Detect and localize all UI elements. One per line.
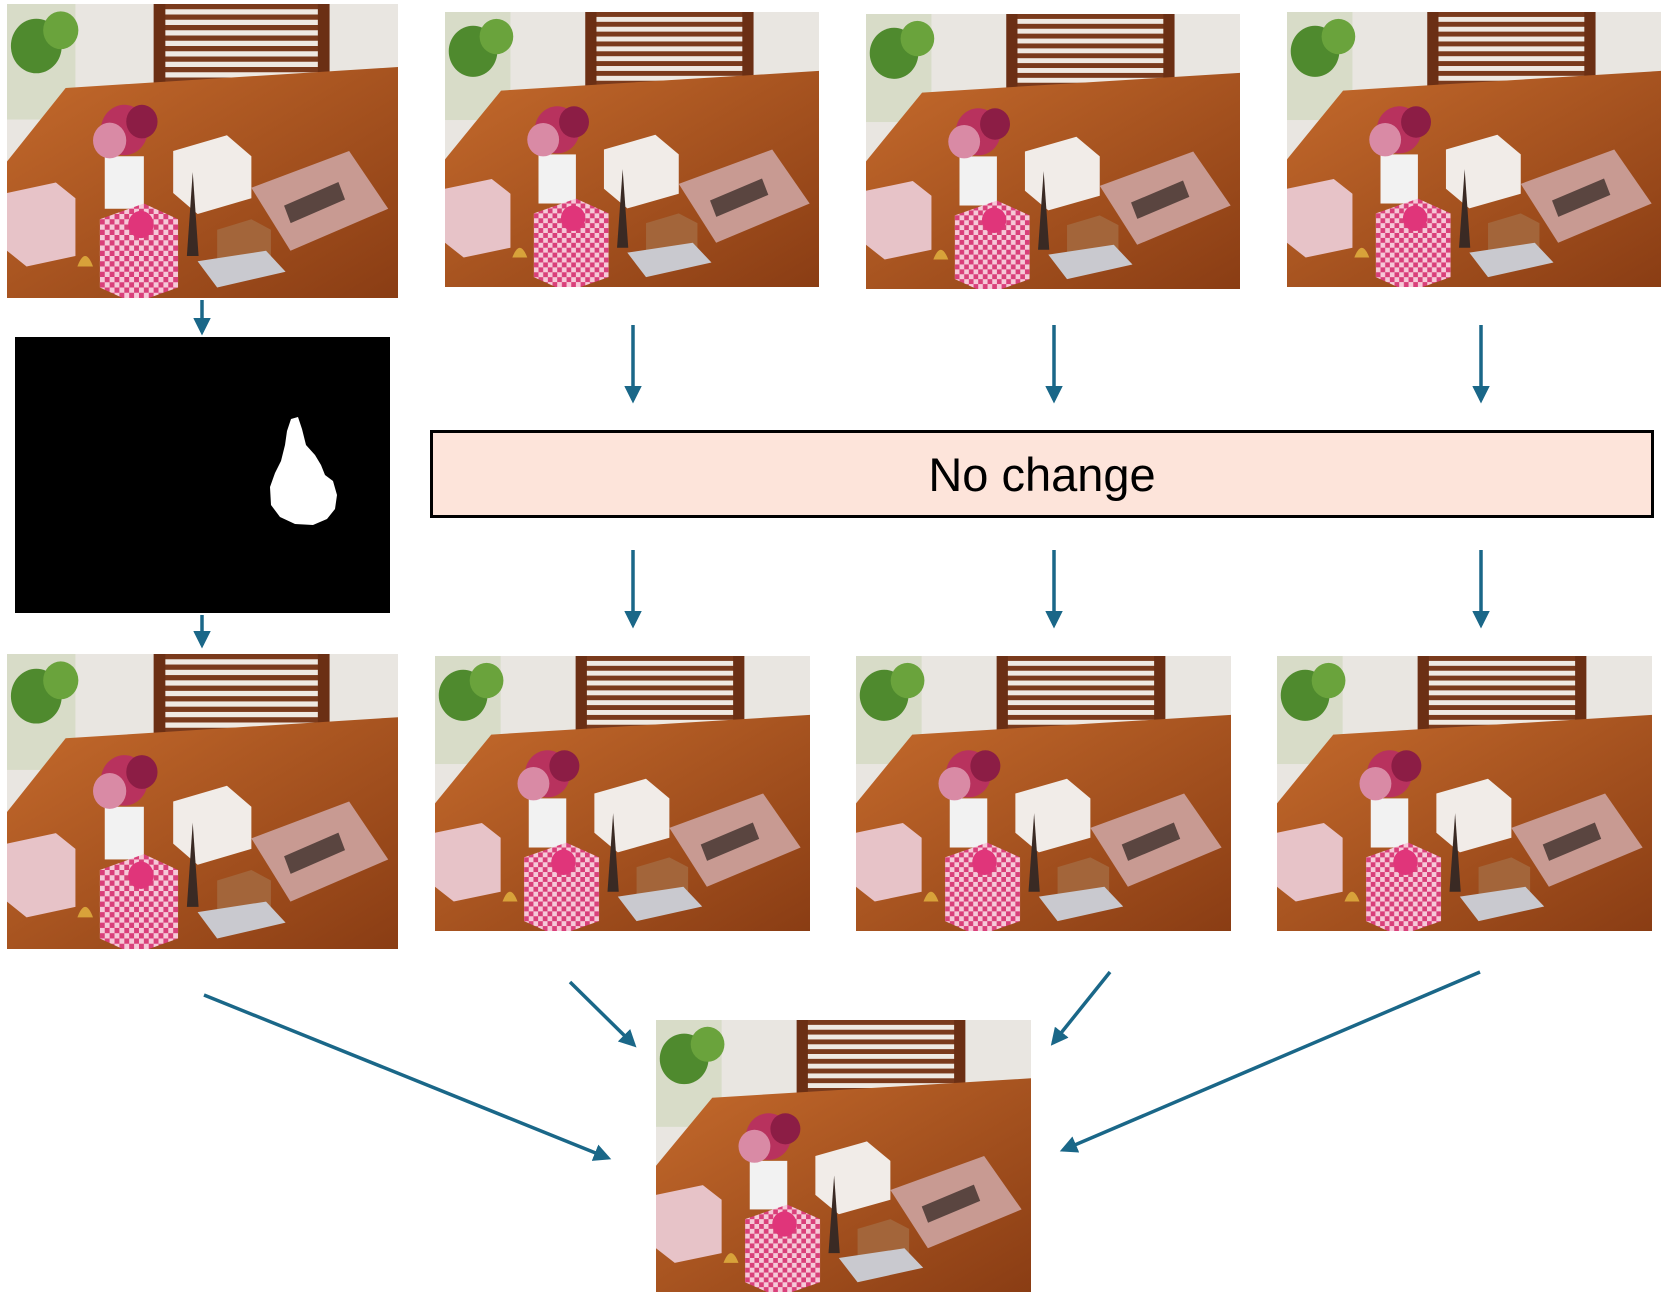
no-change-label: No change <box>928 447 1156 501</box>
merged-result-photo <box>656 1020 1031 1292</box>
output-view-3-photo <box>1277 656 1652 931</box>
no-change-banner: No change <box>430 430 1654 518</box>
arrow-out1-to-merged <box>568 980 637 1048</box>
input-keyframe-photo <box>7 4 398 298</box>
output-view-1-photo <box>435 656 810 931</box>
mask-blob <box>270 417 337 525</box>
output-keyframe-photo <box>7 654 398 949</box>
input-view-3-photo <box>1287 12 1661 287</box>
input-view-1-photo <box>445 12 819 287</box>
arrow-outkey-to-merged <box>203 993 612 1161</box>
arrow-out3-to-merged <box>1059 970 1481 1153</box>
input-view-2-photo <box>866 14 1240 289</box>
arrow-out2-to-merged <box>1050 970 1112 1046</box>
object-mask <box>15 337 390 613</box>
output-view-2-photo <box>856 656 1231 931</box>
